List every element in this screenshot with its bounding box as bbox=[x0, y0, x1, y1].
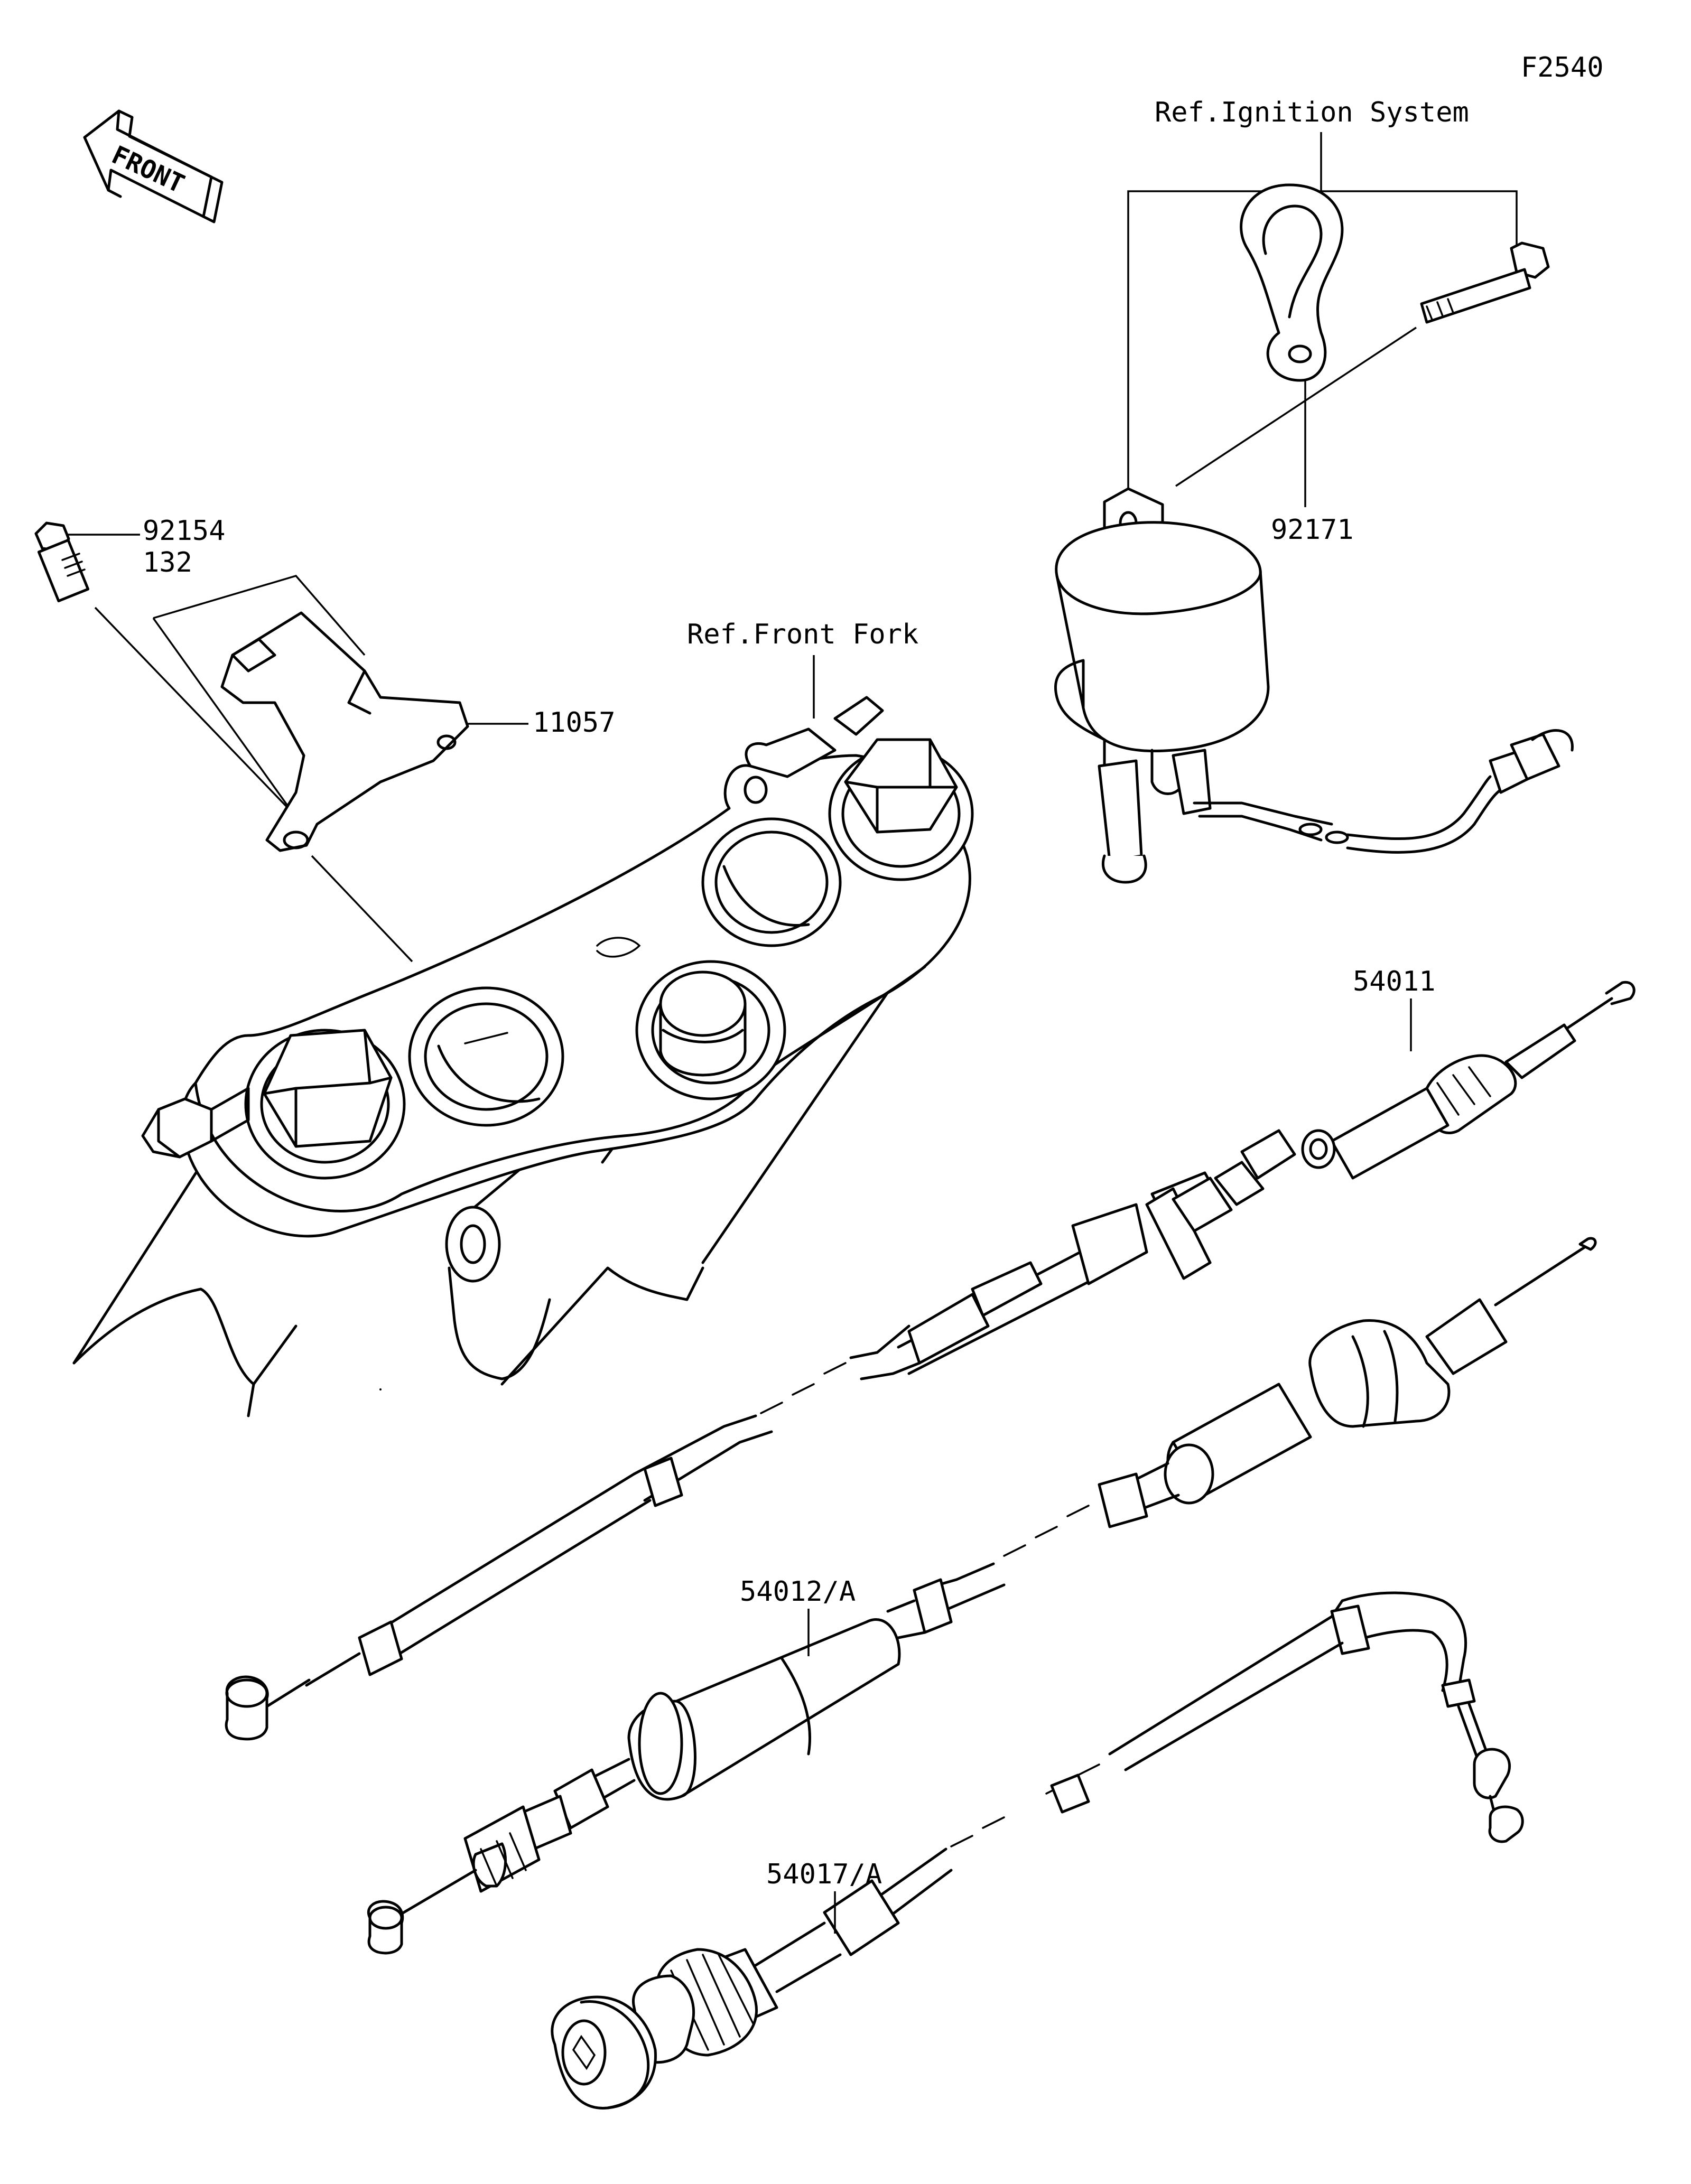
front-arrow-icon: FRONT bbox=[83, 109, 224, 223]
ref-front-fork: Ref.Front Fork bbox=[687, 619, 918, 650]
part-number-54012-a: 54012/A bbox=[740, 1576, 856, 1608]
diagram-code: F2540 bbox=[1521, 52, 1604, 83]
part-number-132: 132 bbox=[143, 547, 192, 578]
ignition-bolt-icon bbox=[1420, 241, 1550, 324]
bolt-icon bbox=[34, 521, 90, 603]
bracket-icon bbox=[220, 611, 469, 852]
part-number-54017-a: 54017/A bbox=[766, 1859, 882, 1890]
ref-ignition-system: Ref.Ignition System bbox=[1155, 97, 1469, 128]
clamp-icon bbox=[1240, 183, 1344, 382]
choke-cable-icon bbox=[551, 1591, 1524, 2110]
part-number-92171: 92171 bbox=[1271, 514, 1354, 546]
throttle-cable-icon bbox=[367, 1237, 1597, 1955]
ignition-coil-icon bbox=[1054, 487, 1574, 884]
part-number-11057: 11057 bbox=[533, 707, 616, 739]
part-number-92154: 92154 bbox=[143, 515, 226, 547]
clutch-cable-icon bbox=[225, 981, 1636, 1741]
part-number-54011: 54011 bbox=[1353, 966, 1436, 997]
triple-clamp-icon bbox=[72, 696, 974, 1417]
